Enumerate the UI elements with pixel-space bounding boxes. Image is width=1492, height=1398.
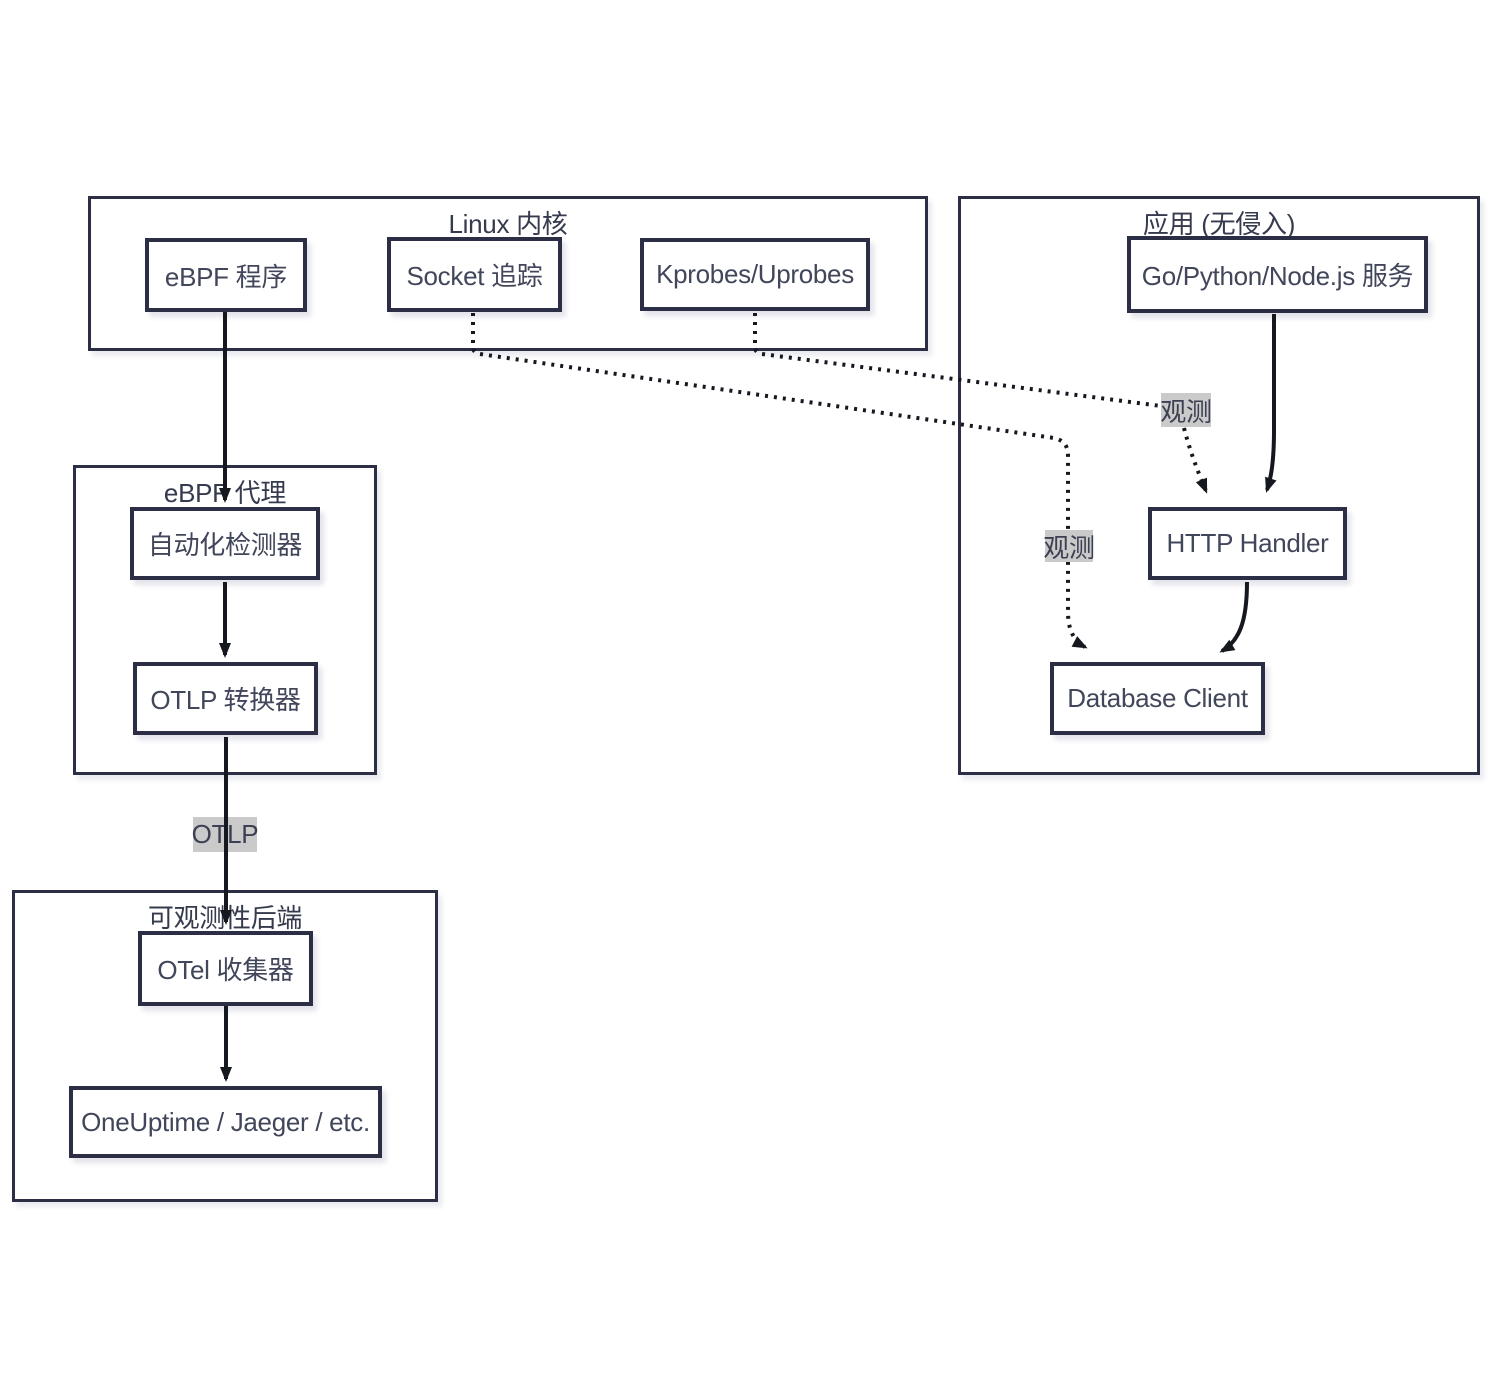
edge-label-observe-http: 观测	[1160, 393, 1212, 427]
node-auto-instrumenter: 自动化检测器	[130, 507, 320, 580]
container-title-observability-backend: 可观测性后端	[147, 903, 303, 933]
container-title-ebpf-agent: eBPF 代理	[163, 478, 287, 508]
container-title-application: 应用 (无侵入)	[1142, 209, 1296, 239]
edge-label-observe-db: 观测	[1043, 530, 1095, 563]
node-database-client: Database Client	[1050, 662, 1265, 735]
node-go-python-nodejs-service: Go/Python/Node.js 服务	[1127, 236, 1428, 313]
node-http-handler: HTTP Handler	[1148, 507, 1347, 580]
node-kprobes-uprobes: Kprobes/Uprobes	[640, 238, 870, 311]
container-title-linux-kernel: Linux 内核	[448, 209, 568, 239]
node-socket-tracing: Socket 追踪	[387, 237, 562, 312]
node-oneuptime-jaeger: OneUptime / Jaeger / etc.	[69, 1086, 382, 1158]
edge-label-otlp: OTLP	[192, 817, 259, 852]
node-ebpf-program: eBPF 程序	[145, 238, 307, 312]
node-otel-collector: OTel 收集器	[138, 931, 313, 1006]
node-otlp-converter: OTLP 转换器	[133, 662, 318, 735]
